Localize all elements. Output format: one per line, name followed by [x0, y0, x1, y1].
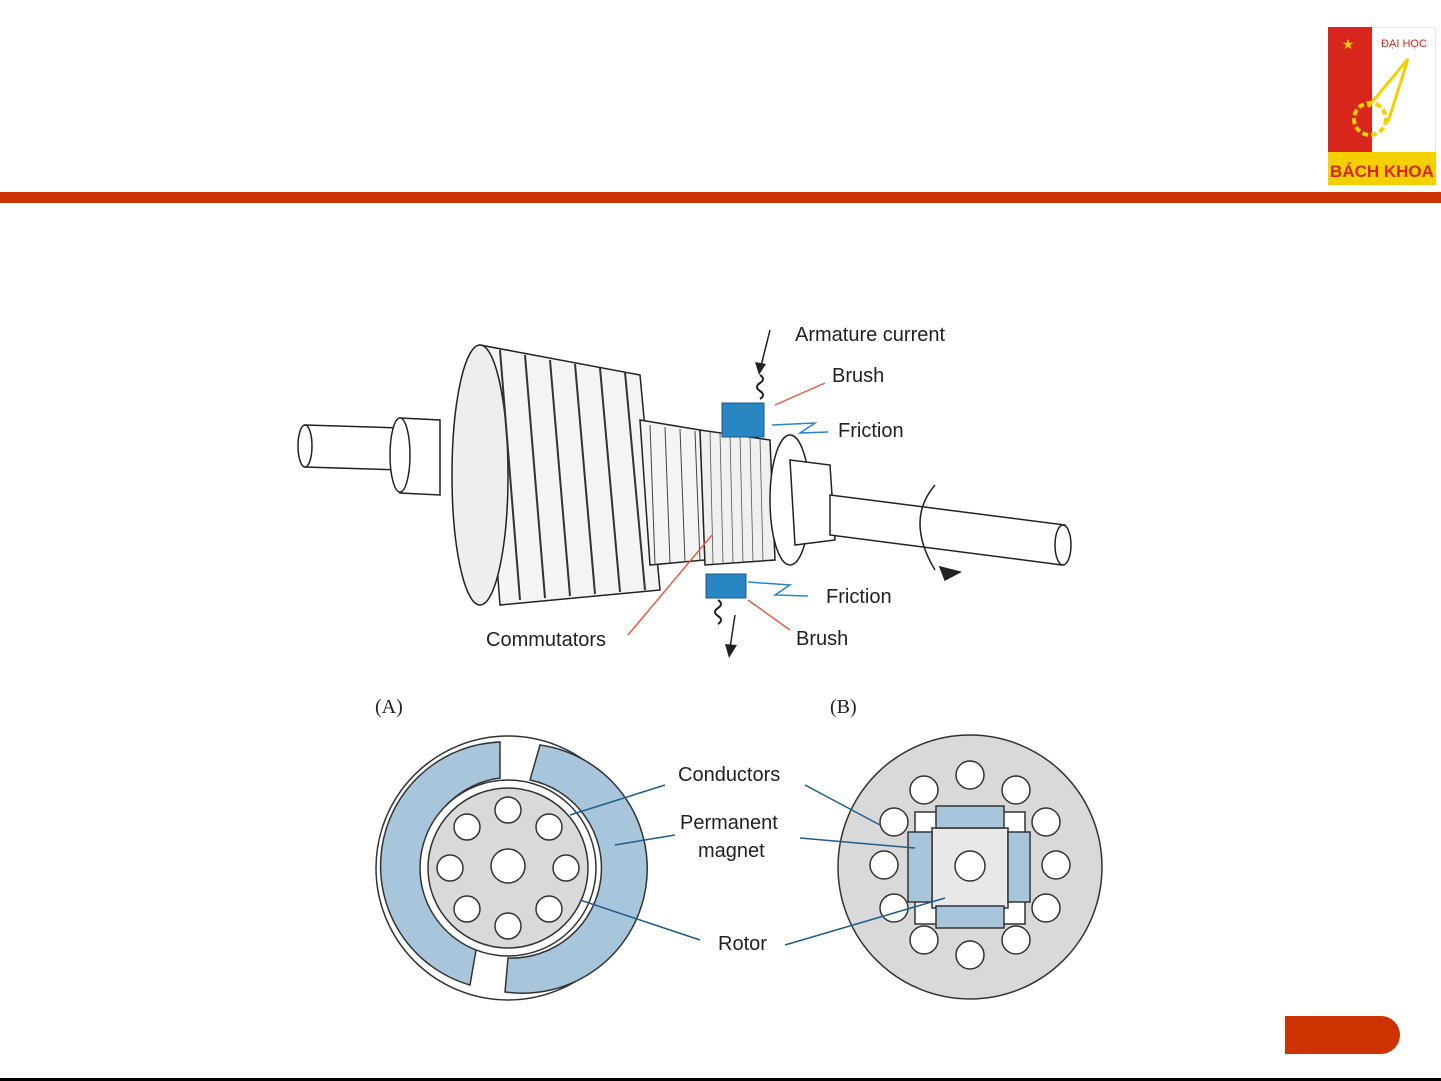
caption-a: (A) [375, 696, 403, 718]
page-number-badge [1285, 1016, 1400, 1054]
armature-illustration [297, 344, 1072, 606]
label-friction-top: Friction [838, 420, 904, 442]
label-commutators: Commutators [486, 629, 606, 651]
brushes [705, 329, 771, 658]
label-rotor: Rotor [718, 933, 767, 955]
cross-section-a [375, 735, 648, 1001]
svg-text:ĐẠI HỌC: ĐẠI HỌC [1381, 38, 1427, 50]
label-armature-current: Armature current [795, 324, 945, 346]
current-out-arrow-icon [725, 644, 737, 658]
footer-line [0, 1078, 1441, 1081]
current-in-arrow-icon [755, 362, 766, 375]
header-accent-bar [0, 192, 1441, 203]
section-leader-lines [569, 784, 946, 946]
svg-text:BÁCH KHOA: BÁCH KHOA [1330, 162, 1434, 181]
caption-b: (B) [830, 696, 857, 718]
label-brush-bottom: Brush [796, 628, 848, 650]
leader-lines [627, 382, 829, 636]
spring-top-icon [756, 374, 764, 400]
label-magnet: magnet [698, 840, 765, 862]
svg-text:★: ★ [1342, 36, 1355, 52]
university-logo: ★ ĐẠI HỌC BÁCH KHOA [1328, 27, 1436, 185]
brush-top [721, 402, 765, 438]
brush-bottom [705, 573, 747, 599]
label-permanent: Permanent [680, 812, 778, 834]
label-conductors: Conductors [678, 764, 780, 786]
label-brush-top: Brush [832, 365, 884, 387]
label-friction-bottom: Friction [826, 586, 892, 608]
cross-section-b [837, 734, 1103, 1000]
spring-bottom-icon [714, 599, 722, 625]
